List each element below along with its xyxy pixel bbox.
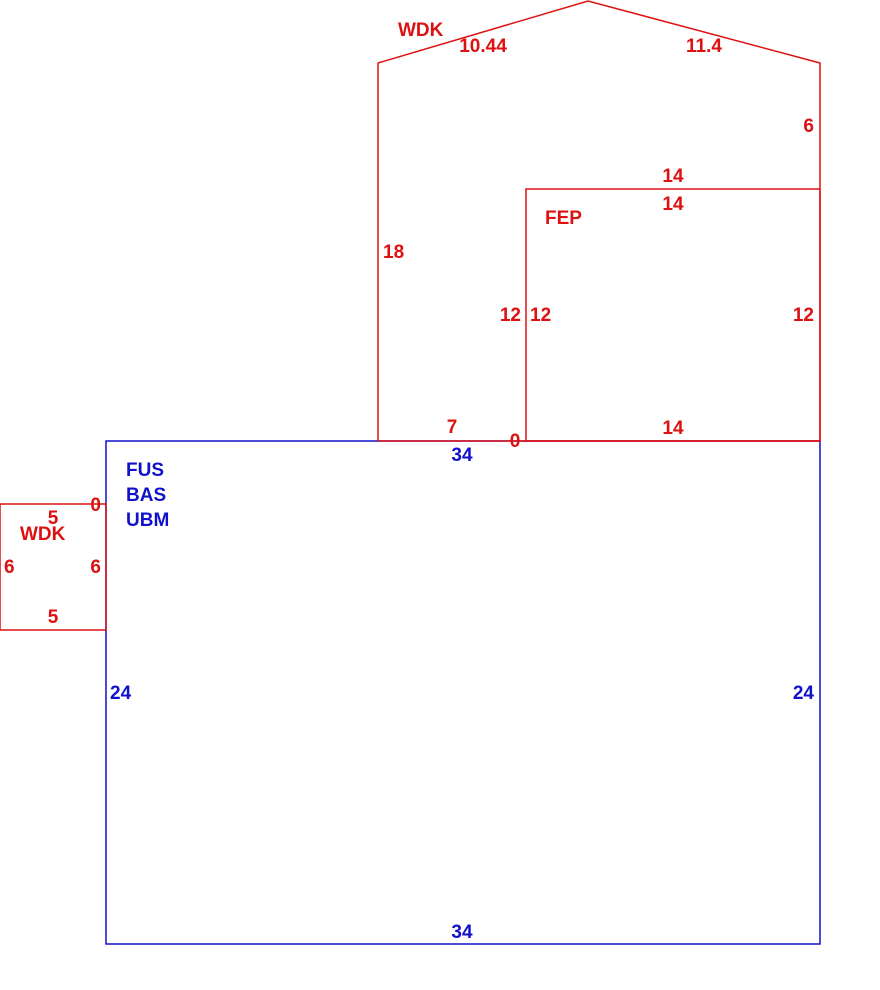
upper-wdk-left-wall-dimension: 18 — [383, 242, 404, 263]
fep-top-outer-dimension: 14 — [662, 166, 684, 187]
fep-top-inner-dimension: 14 — [662, 194, 684, 215]
upper-wdk-code: WDK — [398, 20, 444, 41]
side-wdk-left-dimension: 6 — [4, 557, 15, 578]
upper-wdk-right-wall-dimension: 6 — [803, 116, 814, 137]
main-area-bottom-dimension: 34 — [451, 922, 473, 943]
fep-left-outer-dimension: 12 — [500, 305, 521, 326]
main-area-left-dimension: 24 — [110, 683, 132, 704]
side-wdk-code: WDK — [20, 524, 66, 545]
main-area-outline — [105, 440, 821, 945]
fep-right-dimension: 12 — [793, 305, 814, 326]
main-area-code-3: UBM — [126, 510, 169, 531]
side-wdk-right-dimension: 6 — [90, 557, 101, 578]
fep-outline — [525, 188, 821, 442]
upper-wdk-roof-right-dimension: 11.4 — [686, 36, 722, 57]
upper-wdk-base-dimension: 7 — [447, 417, 458, 438]
main-area-top-dimension: 34 — [451, 445, 473, 466]
side-wdk-outline — [0, 503, 107, 631]
upper-wdk-roof-left-dimension: 10.44 — [459, 36, 507, 57]
main-area-code-1: FUS — [126, 460, 164, 481]
upper-wdk-outline — [377, 0, 821, 441]
side-wdk-corner-zero: 0 — [90, 495, 101, 516]
upper-wdk-base-zero: 0 — [510, 431, 521, 452]
main-area-code-2: BAS — [126, 485, 166, 506]
fep-code: FEP — [545, 208, 582, 229]
fep-bottom-dimension: 14 — [662, 418, 684, 439]
side-wdk-top-dimension: 5 — [48, 508, 59, 529]
fep-left-inner-dimension: 12 — [530, 305, 551, 326]
main-area-right-dimension: 24 — [793, 683, 815, 704]
side-wdk-bottom-dimension: 5 — [48, 607, 59, 628]
